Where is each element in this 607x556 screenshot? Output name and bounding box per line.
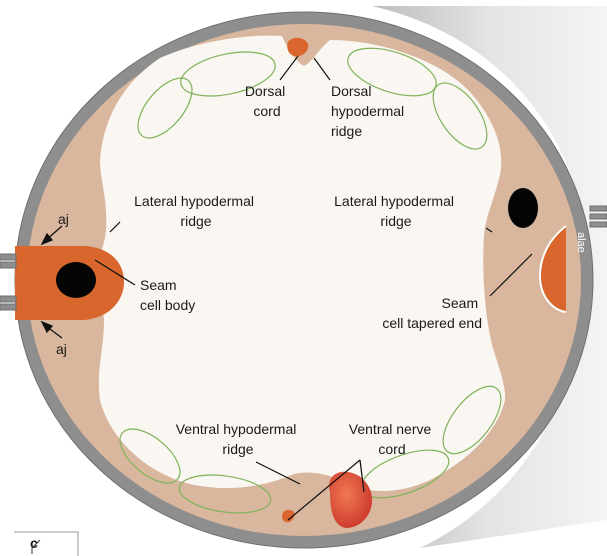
alae-label: alae bbox=[575, 232, 587, 253]
seam-cell-nucleus bbox=[56, 262, 96, 298]
left-alae bbox=[0, 254, 16, 310]
aj-bottom-label: aj bbox=[56, 341, 67, 357]
lateral-nucleus bbox=[508, 188, 538, 228]
right-alae bbox=[590, 206, 607, 227]
panel-letter-box: c bbox=[14, 532, 78, 556]
aj-top-label: aj bbox=[58, 211, 69, 227]
